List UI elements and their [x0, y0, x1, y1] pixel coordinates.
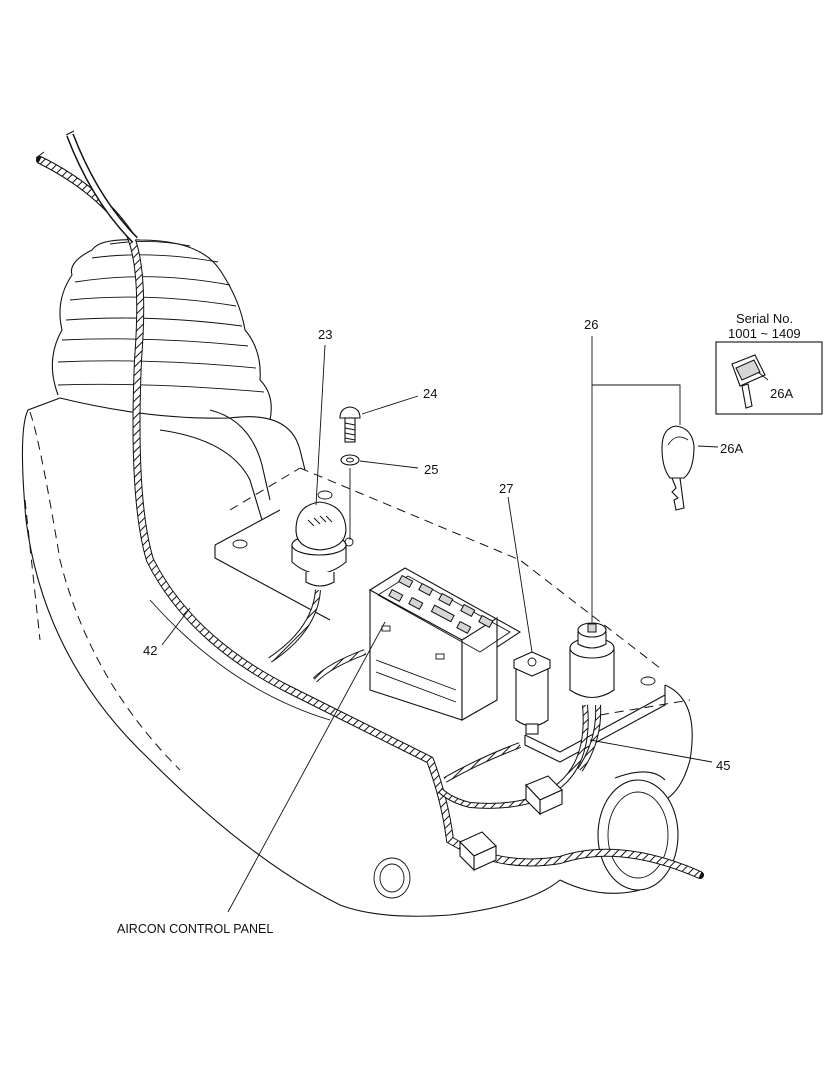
lever-boot — [51, 239, 272, 421]
callout-23: 23 — [318, 327, 332, 342]
console-housing — [21, 397, 693, 917]
part-24-screw — [339, 406, 361, 443]
part-26-key-switch — [569, 622, 615, 699]
callout-45: 45 — [716, 758, 730, 773]
leader-lines — [161, 336, 769, 913]
callout-24: 24 — [423, 386, 437, 401]
part-23-switch — [291, 501, 354, 587]
part-25-washer — [340, 454, 360, 466]
inset-serial-label: Serial No. — [736, 311, 793, 326]
connector-upper — [525, 775, 563, 816]
aircon-panel-caption: AIRCON CONTROL PANEL — [117, 922, 273, 936]
key-26a — [661, 425, 695, 511]
connector-lower — [459, 831, 497, 872]
aircon-control-panel — [368, 567, 522, 721]
callout-42: 42 — [143, 643, 157, 658]
callout-27: 27 — [499, 481, 513, 496]
part-27-switch — [513, 651, 551, 735]
serial-inset — [715, 341, 823, 415]
inset-key-label: 26A — [770, 386, 793, 401]
callout-26: 26 — [584, 317, 598, 332]
wire-harness-42 — [35, 130, 704, 879]
callout-25: 25 — [424, 462, 438, 477]
inset-serial-range: 1001 ~ 1409 — [728, 326, 801, 341]
callout-26a: 26A — [720, 441, 743, 456]
